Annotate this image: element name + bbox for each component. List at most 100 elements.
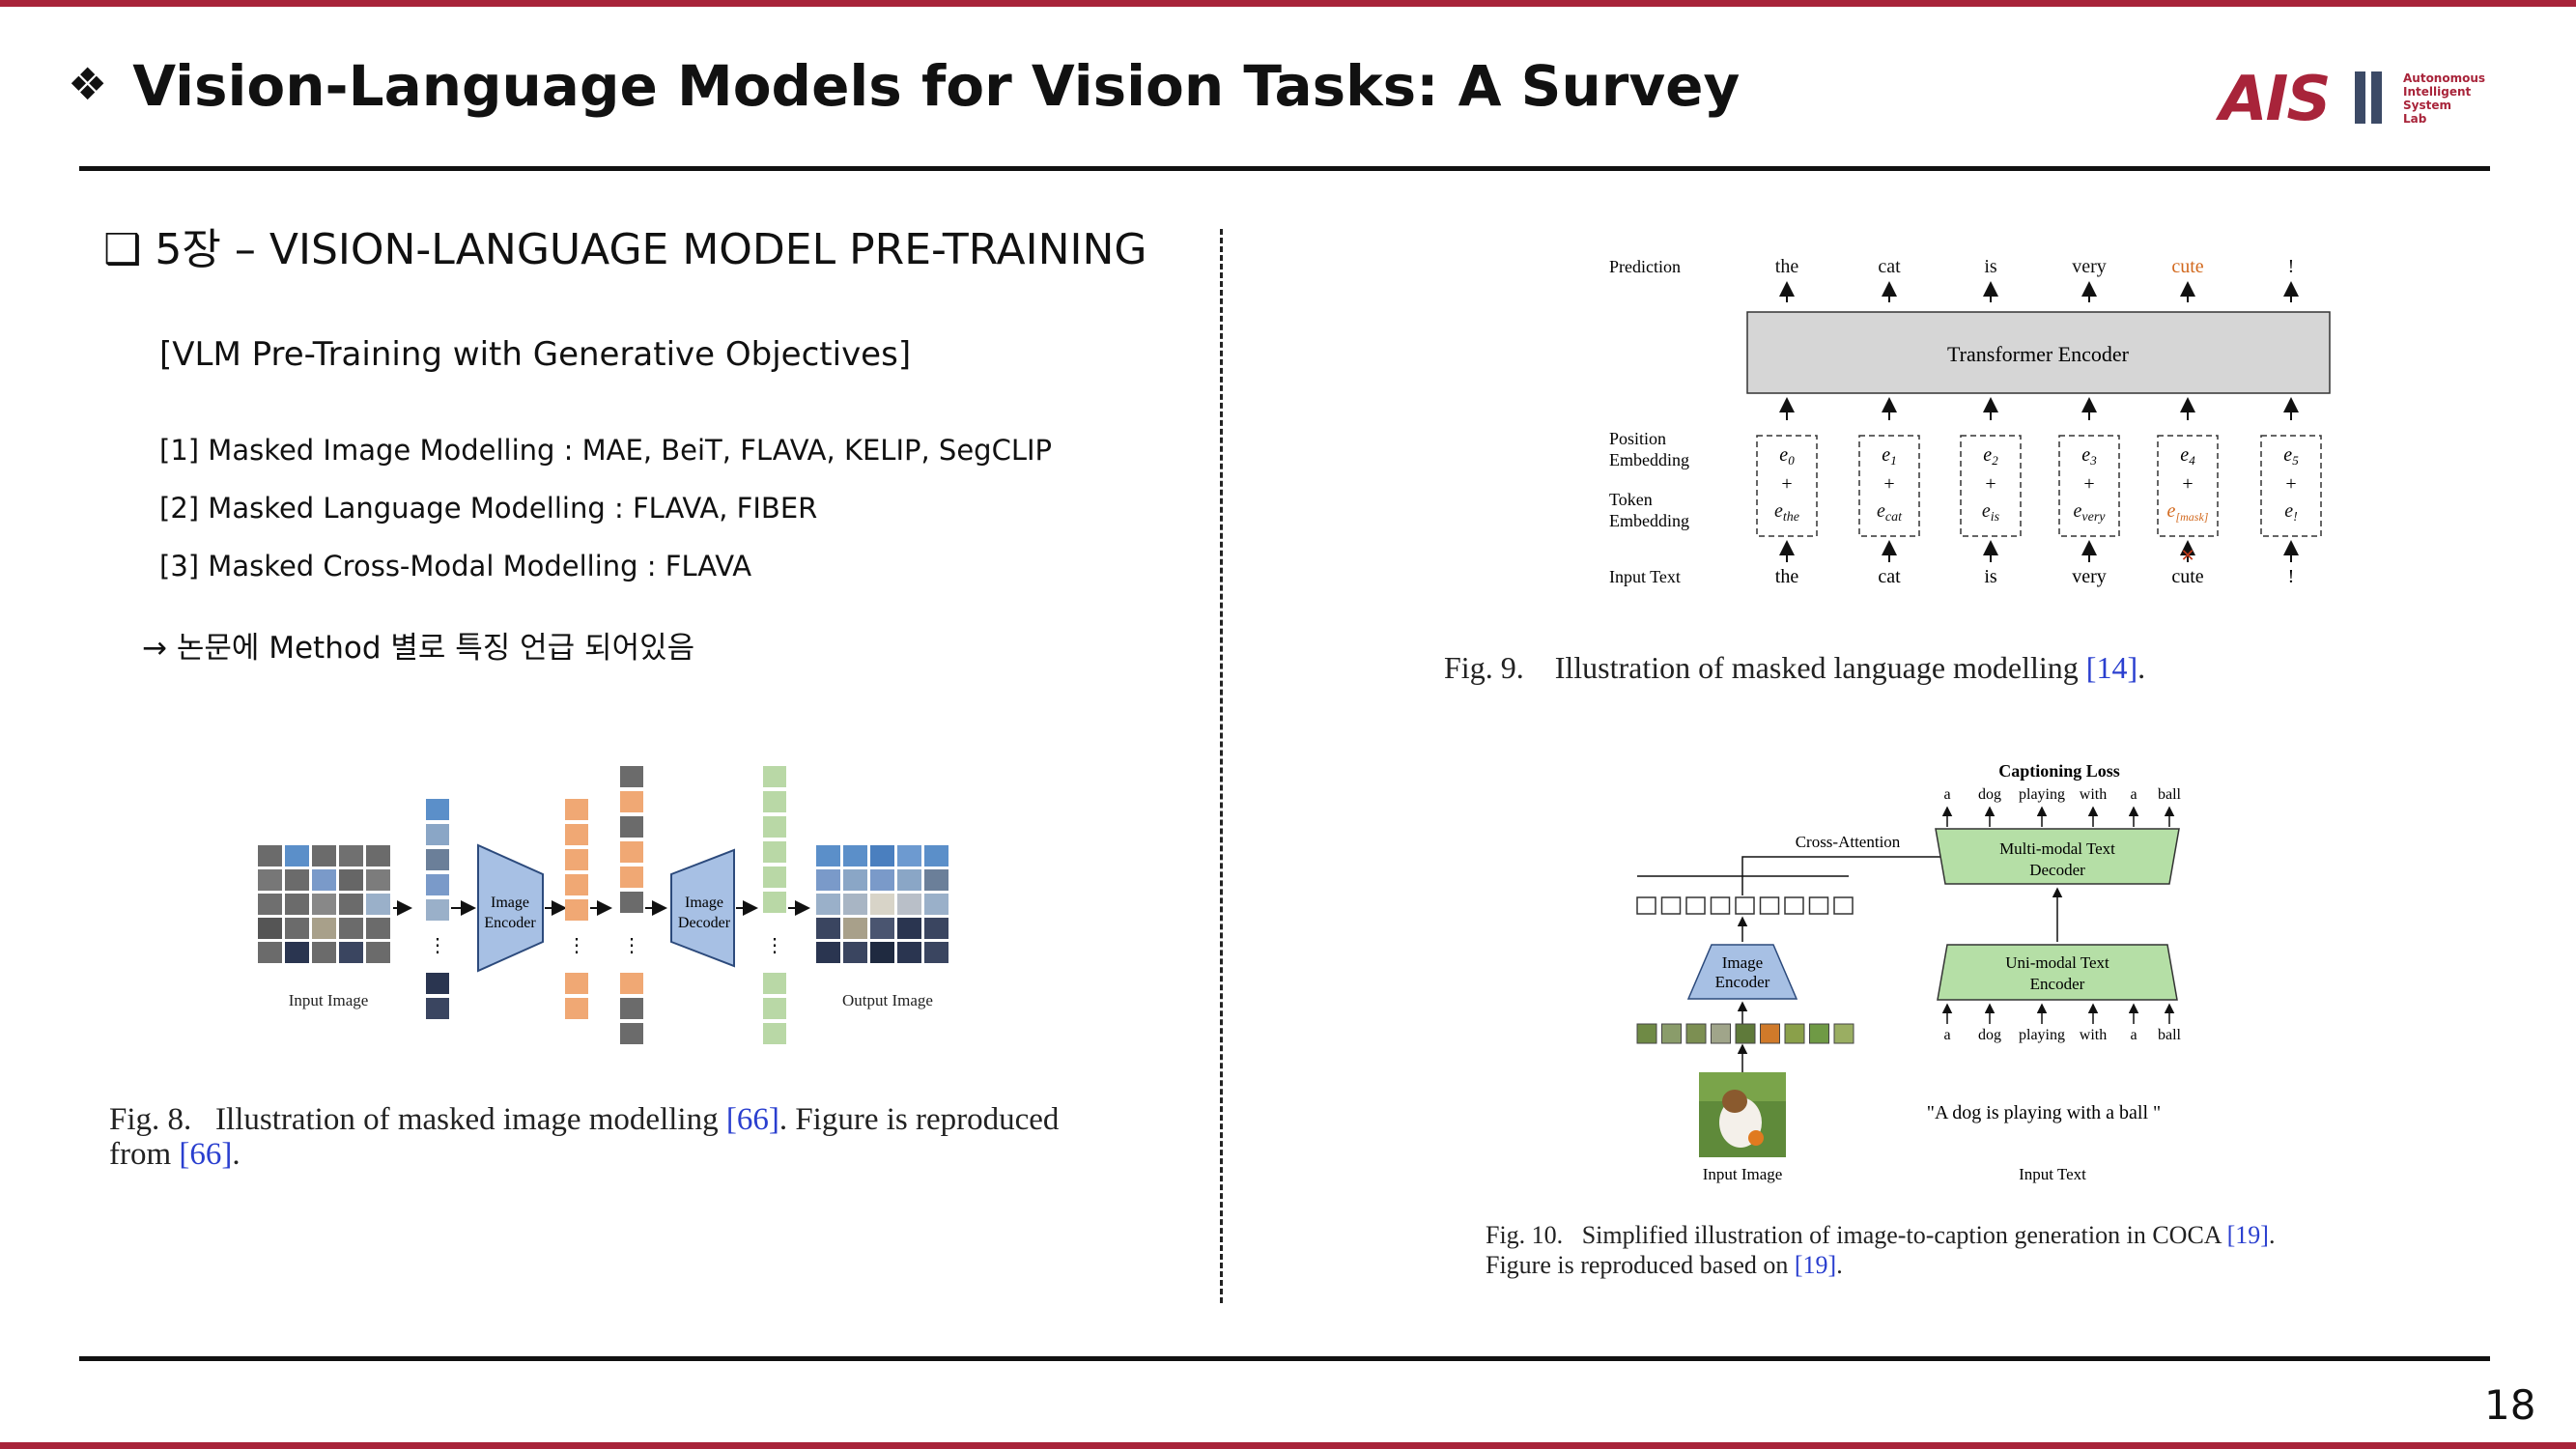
fig8-output-label: Output Image <box>842 991 933 1009</box>
fig8-citation-link[interactable]: [66] <box>179 1137 233 1172</box>
svg-text:+: + <box>2285 473 2296 495</box>
svg-text:Encoder: Encoder <box>1715 973 1770 991</box>
caption-word: with <box>2080 786 2107 803</box>
logo-text: Autonomous Intelligent System Lab <box>2403 71 2486 126</box>
fig8-caption-line1: Fig. 8. Illustration of masked image mod… <box>109 1102 1060 1137</box>
fig10-caption-line1: Fig. 10. Simplified illustration of imag… <box>1486 1221 2276 1249</box>
image-token <box>1808 896 1829 915</box>
input-text-word: a <box>2130 1027 2137 1043</box>
svg-text:Transformer Encoder: Transformer Encoder <box>1947 342 2130 366</box>
section-title: ❑ 5장 – VISION-LANGUAGE MODEL PRE-TRAININ… <box>103 225 1147 274</box>
svg-text:Image: Image <box>491 895 529 911</box>
reference-item: [2] Masked Language Modelling : FLAVA, F… <box>159 492 818 525</box>
fig9-citation-link[interactable]: [14] <box>2085 650 2138 685</box>
input-word: very <box>2072 566 2107 587</box>
svg-text:Input Text: Input Text <box>1609 567 1681 586</box>
svg-text:⋮: ⋮ <box>622 935 641 956</box>
image-patch <box>1833 1023 1854 1044</box>
caption-word: playing <box>2019 786 2065 803</box>
reference-item: [3] Masked Cross-Modal Modelling : FLAVA <box>159 550 752 582</box>
image-patch <box>1636 1023 1657 1044</box>
fig10-diagram: Captioning Loss a dog playing with a ball Cro… <box>1636 761 2182 1183</box>
input-word: is <box>1984 566 1997 587</box>
input-text-word: a <box>1943 1027 1950 1043</box>
output-image-grid <box>816 845 948 963</box>
fig10-citation-link[interactable]: [19] <box>2226 1221 2269 1249</box>
svg-text:Encoder: Encoder <box>2030 975 2085 993</box>
page-number: 18 <box>2484 1381 2536 1429</box>
transformer-encoder-block <box>1746 311 2331 394</box>
embedding-box <box>2157 435 2219 537</box>
svg-text:Decoder: Decoder <box>678 915 731 931</box>
svg-text:Cross-Attention: Cross-Attention <box>1796 833 1901 851</box>
image-token <box>1784 896 1804 915</box>
image-token <box>1759 896 1780 915</box>
image-patch <box>1711 1023 1731 1044</box>
svg-text:+: + <box>1781 473 1792 495</box>
input-word: the <box>1775 566 1799 587</box>
svg-text:Input Text: Input Text <box>2019 1165 2086 1183</box>
input-text-word: ball <box>2158 1027 2182 1043</box>
image-token-row <box>1636 896 1854 915</box>
multimodal-decoder-block <box>1935 828 2180 885</box>
embedding-box <box>1756 435 1818 537</box>
image-token <box>1636 896 1656 915</box>
svg-text:⋮: ⋮ <box>765 935 784 956</box>
svg-text:Multi-modal Text: Multi-modal Text <box>1999 839 2115 858</box>
caption-word: a <box>1943 786 1950 803</box>
dog-photo <box>1699 1072 1786 1157</box>
top-accent-bar <box>0 0 2576 7</box>
title-text: Vision-Language Models for Vision Tasks:… <box>132 53 1741 119</box>
prediction-word: the <box>1775 256 1799 277</box>
caption-word: a <box>2130 786 2137 803</box>
image-patch <box>1661 1023 1682 1044</box>
caption-word: ball <box>2158 786 2182 803</box>
image-encoder-block <box>1686 944 1798 1000</box>
image-decoder-block <box>670 848 735 968</box>
image-token <box>1660 896 1682 915</box>
fig8-diagram: Input Image ⋮ Image Encoder ⋮ ⋮ Image De… <box>258 766 948 1044</box>
svg-text:+: + <box>2083 473 2094 495</box>
logo-bars <box>2355 71 2388 128</box>
image-patch <box>1685 1023 1707 1044</box>
input-word: cat <box>1878 566 1901 587</box>
bottom-accent-bar <box>0 1442 2576 1449</box>
svg-text:Token: Token <box>1609 490 1653 509</box>
image-encoder-block <box>477 843 544 973</box>
svg-text:Embedding: Embedding <box>1609 511 1689 530</box>
slide-title: ❖Vision-Language Models for Vision Tasks… <box>68 53 1740 119</box>
input-word: cute <box>2171 566 2203 587</box>
svg-text:Uni-modal Text: Uni-modal Text <box>2005 953 2109 972</box>
fig8-citation-link[interactable]: [66] <box>725 1102 779 1137</box>
svg-text:⋮: ⋮ <box>428 935 447 956</box>
fig10-top-words: a dog playing with a ball <box>1941 786 2182 827</box>
svg-text:Decoder: Decoder <box>2029 861 2085 879</box>
footer-divider <box>79 1356 2490 1361</box>
fig10-citation-link[interactable]: [19] <box>1794 1251 1837 1279</box>
fig9-caption: Fig. 9. Illustration of masked language … <box>1444 650 2146 685</box>
prediction-word: ! <box>2288 256 2295 277</box>
image-token <box>1833 896 1854 915</box>
embedding-box <box>1960 435 2022 537</box>
svg-text:✕: ✕ <box>2180 546 2194 565</box>
svg-text:Captioning Loss: Captioning Loss <box>1998 761 2120 781</box>
svg-text:Input Image: Input Image <box>1703 1165 1783 1183</box>
unimodal-encoder-block <box>1937 944 2178 1001</box>
svg-text:Image: Image <box>685 895 723 911</box>
svg-text:⋮: ⋮ <box>567 935 586 956</box>
prediction-word: cute <box>2171 256 2203 277</box>
svg-text:Image: Image <box>1722 953 1763 972</box>
lab-logo: AIS Autonomous Intelligent System Lab <box>2220 66 2490 133</box>
svg-text:+: + <box>1985 473 1996 495</box>
image-patch <box>1735 1023 1756 1044</box>
svg-text:Prediction: Prediction <box>1609 257 1681 276</box>
caption-word: dog <box>1978 786 2001 803</box>
image-patch <box>1784 1023 1805 1044</box>
fig8-caption-line2: from [66]. <box>109 1137 241 1172</box>
embedding-box <box>2058 435 2120 537</box>
reference-item: [1] Masked Image Modelling : MAE, BeiT, … <box>159 434 1053 467</box>
image-token <box>1735 896 1755 915</box>
image-patch <box>1809 1023 1829 1044</box>
image-patch <box>1760 1023 1780 1044</box>
